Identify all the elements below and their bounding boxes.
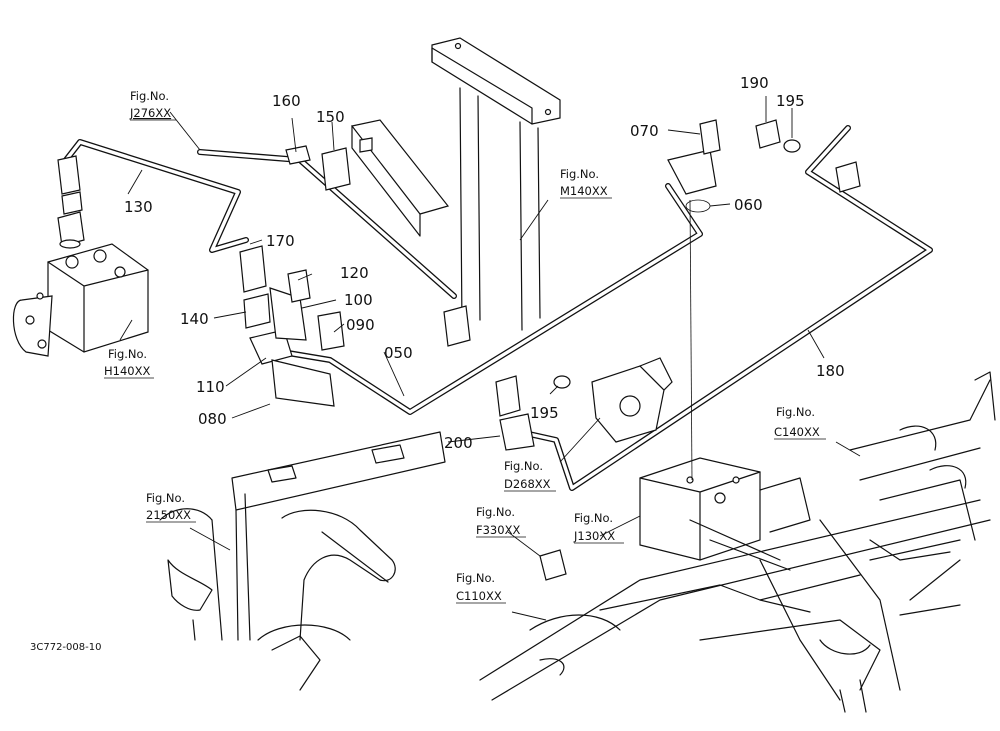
- fittings: [57, 119, 861, 581]
- chassis-frame: [159, 431, 446, 691]
- callout-110: 110: [196, 378, 225, 396]
- svg-text:2150XX: 2150XX: [146, 508, 191, 522]
- svg-text:M140XX: M140XX: [560, 184, 608, 198]
- callouts: 160 150 130 170 120 100 140 090 050 110 …: [124, 74, 845, 452]
- callout-120: 120: [340, 264, 369, 282]
- right-chassis: [849, 371, 996, 601]
- callout-130: 130: [124, 198, 153, 216]
- callout-100: 100: [344, 291, 373, 309]
- fig-ref-J276XX: Fig.No. J276XX: [129, 89, 176, 121]
- callout-150: 150: [316, 108, 345, 126]
- fig-ref-C140XX: Fig.No. C140XX: [774, 405, 826, 440]
- fig-ref-H140XX: Fig.No. H140XX: [104, 347, 154, 379]
- callout-160: 160: [272, 92, 301, 110]
- callout-190: 190: [740, 74, 769, 92]
- svg-text:Fig.No.: Fig.No.: [108, 347, 147, 361]
- bracket-150: [350, 119, 450, 237]
- diagram-code: 3C772-008-10: [30, 642, 101, 653]
- callout-170: 170: [266, 232, 295, 250]
- center-hydraulic-unit: [639, 457, 811, 571]
- callout-180: 180: [816, 362, 845, 380]
- callout-060: 060: [734, 196, 763, 214]
- fig-ref-F330XX: Fig.No. F330XX: [476, 505, 526, 538]
- svg-text:J130XX: J130XX: [573, 529, 615, 543]
- callout-050: 050: [384, 344, 413, 362]
- svg-text:Fig.No.: Fig.No.: [476, 505, 515, 519]
- fig-references: Fig.No. J276XX Fig.No. M140XX Fig.No. H1…: [104, 89, 826, 604]
- fig-ref-C110XX: Fig.No. C110XX: [456, 571, 506, 604]
- callout-080: 080: [198, 410, 227, 428]
- svg-text:Fig.No.: Fig.No.: [504, 459, 543, 473]
- fig-ref-2150XX: Fig.No. 2150XX: [146, 491, 196, 523]
- svg-text:Fig.No.: Fig.No.: [456, 571, 495, 585]
- svg-text:Fig.No.: Fig.No.: [130, 89, 169, 103]
- fig-ref-J130XX: Fig.No. J130XX: [573, 511, 624, 544]
- callout-195-top: 195: [776, 92, 805, 110]
- svg-text:H140XX: H140XX: [104, 364, 150, 378]
- fig-ref-M140XX: Fig.No. M140XX: [560, 167, 612, 199]
- fig-ref-D268XX: Fig.No. D268XX: [504, 459, 556, 492]
- callout-070: 070: [630, 122, 659, 140]
- svg-text:J276XX: J276XX: [129, 106, 171, 120]
- svg-text:D268XX: D268XX: [504, 477, 551, 491]
- svg-text:Fig.No.: Fig.No.: [146, 491, 185, 505]
- svg-text:Fig.No.: Fig.No.: [560, 167, 599, 181]
- svg-text:Fig.No.: Fig.No.: [776, 405, 815, 419]
- callout-200: 200: [444, 434, 473, 452]
- lower-chassis: [479, 499, 991, 713]
- top-bracket: [431, 37, 561, 331]
- svg-text:C140XX: C140XX: [774, 425, 820, 439]
- svg-text:C110XX: C110XX: [456, 589, 502, 603]
- leader-lines: [119, 96, 861, 621]
- svg-text:F330XX: F330XX: [476, 523, 520, 537]
- callout-195-lower: 195: [530, 404, 559, 422]
- callout-140: 140: [180, 310, 209, 328]
- callout-090: 090: [346, 316, 375, 334]
- svg-text:Fig.No.: Fig.No.: [574, 511, 613, 525]
- steering-valve: [12, 211, 149, 357]
